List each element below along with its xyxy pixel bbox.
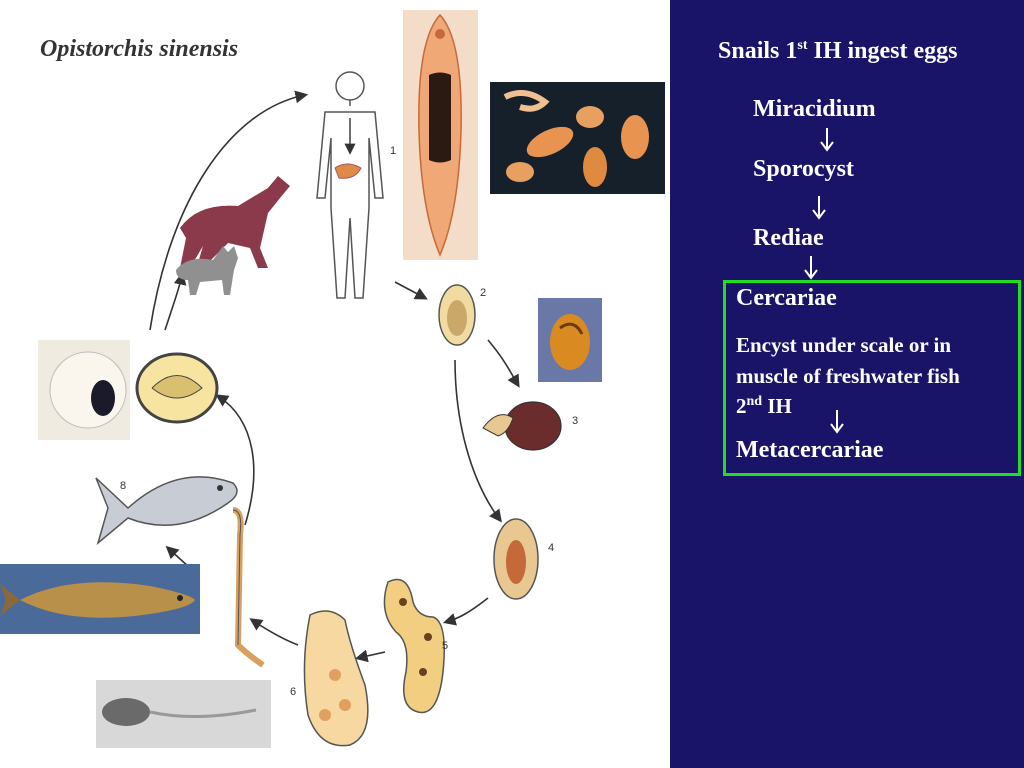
cercaria-icon bbox=[232, 507, 265, 668]
stage-number: 5 bbox=[442, 640, 449, 652]
step-metacercariae: Metacercariae bbox=[736, 437, 884, 463]
stage-number: 3 bbox=[572, 415, 579, 427]
adult-fluke-icon bbox=[403, 10, 478, 260]
encyst-line-1: Encyst under scale or in bbox=[736, 333, 952, 357]
step-sporocyst: Sporocyst bbox=[753, 156, 854, 182]
arrow-down-icon bbox=[812, 196, 826, 220]
arrow-down-icon bbox=[820, 128, 834, 152]
cercaria-photo bbox=[96, 680, 271, 748]
human-host-icon bbox=[316, 71, 384, 299]
redia-icon bbox=[303, 610, 369, 747]
cercariae-box bbox=[723, 280, 1021, 476]
second-host-label: 2nd IH bbox=[736, 394, 792, 418]
arrow-down-icon bbox=[830, 410, 844, 434]
snail-host-icon bbox=[482, 401, 562, 451]
stage-number: 6 bbox=[290, 686, 297, 698]
miracidium-icon bbox=[493, 518, 539, 600]
snail-photo bbox=[538, 298, 602, 382]
egg-icon bbox=[438, 284, 476, 346]
figure-title: Opistorchis sinensis bbox=[40, 36, 239, 62]
arrow-down-icon bbox=[804, 256, 818, 280]
life-cycle-figure: Opistorchis sinensis 1 bbox=[0, 10, 665, 748]
sporocyst-icon bbox=[383, 578, 445, 714]
dog-host-icon bbox=[180, 176, 290, 268]
panel-heading: Snails 1st IH ingest eggs bbox=[718, 38, 958, 64]
stage-number: 2 bbox=[480, 287, 487, 299]
metacercaria-icon bbox=[135, 352, 219, 424]
step-cercariae: Cercariae bbox=[736, 285, 837, 311]
metacercaria-photo bbox=[38, 340, 130, 440]
fish-photo bbox=[0, 564, 200, 634]
stage-number: 8 bbox=[120, 480, 127, 492]
sporocyst-photo bbox=[490, 82, 665, 194]
stage-number: 4 bbox=[548, 542, 555, 554]
step-rediae: Rediae bbox=[753, 225, 824, 251]
cat-host-icon bbox=[176, 246, 238, 295]
encyst-line-2: muscle of freshwater fish bbox=[736, 364, 960, 388]
description-panel bbox=[670, 0, 1024, 768]
stage-number: 1 bbox=[390, 145, 397, 157]
fish-host-icon bbox=[95, 476, 238, 546]
step-miracidium: Miracidium bbox=[753, 96, 876, 122]
